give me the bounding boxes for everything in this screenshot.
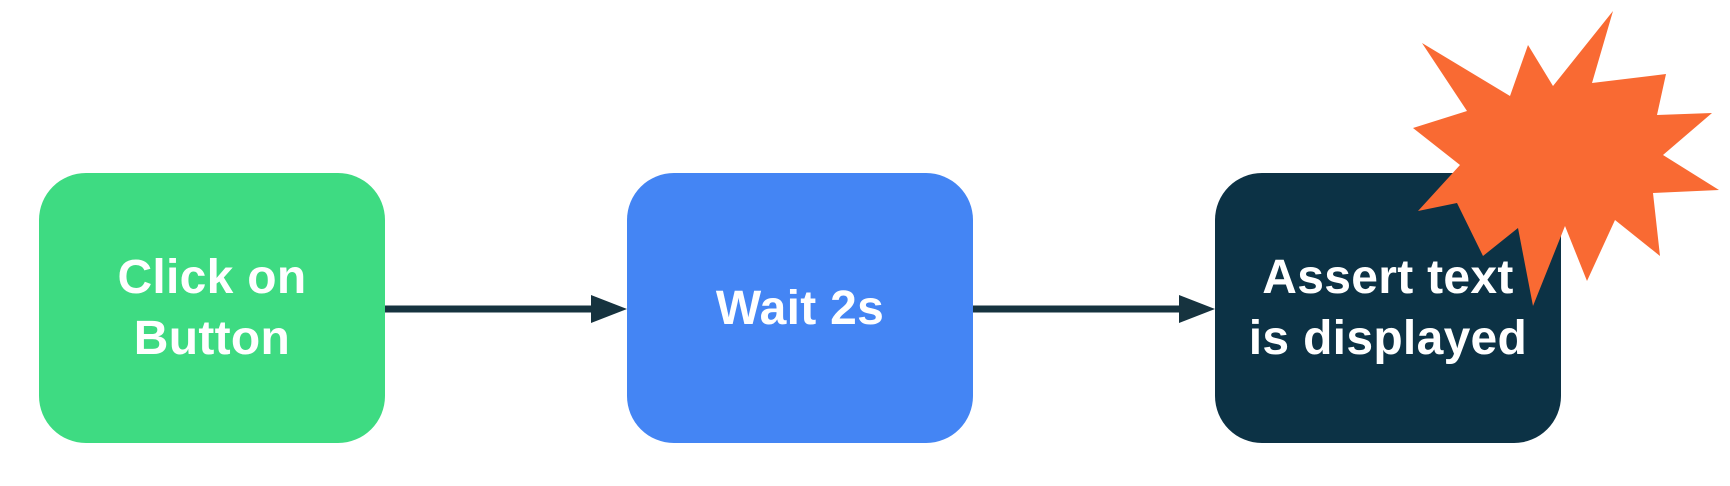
node-label-wait-2s: Wait 2s bbox=[715, 281, 885, 335]
starburst-icon bbox=[1413, 11, 1719, 306]
node-label-assert-text: Assert text is displayed bbox=[1248, 251, 1528, 365]
arrow-head-icon bbox=[1179, 295, 1215, 323]
flow-node-wait-2s: Wait 2s bbox=[627, 173, 973, 443]
connector-arrow-2 bbox=[973, 295, 1215, 323]
arrow-head-icon bbox=[591, 295, 627, 323]
flow-node-click-on-button: Click on Button bbox=[39, 173, 385, 443]
node-label-click-on-button: Click on Button bbox=[117, 251, 307, 365]
starburst-decoration bbox=[1413, 11, 1719, 306]
connector-arrow-1 bbox=[385, 295, 627, 323]
